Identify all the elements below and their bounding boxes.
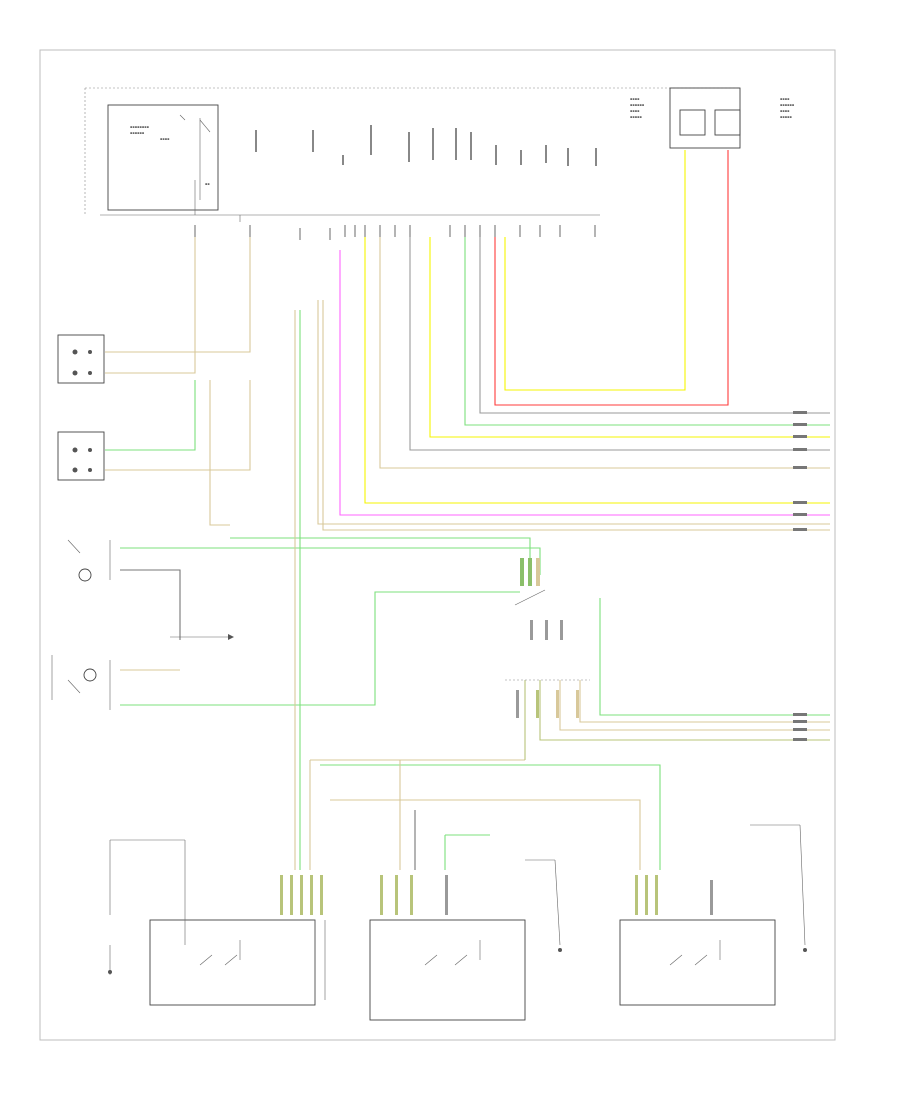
- ls-front-assembly: [108, 839, 326, 1006]
- right-front-lamp: [57, 431, 105, 481]
- center-connector: [505, 558, 590, 718]
- top-module: ▪▪▪▪▪▪▪▪ ▪▪▪▪▪▪ ▪▪▪▪ ▪▪: [84, 87, 740, 222]
- left-vanity-lamp: [67, 539, 111, 582]
- wire-green-bottom-1: [320, 764, 661, 870]
- svg-text:▪▪▪▪▪: ▪▪▪▪▪: [630, 115, 642, 119]
- svg-text:▪▪▪▪: ▪▪▪▪: [780, 109, 790, 113]
- wire-green-vanity-1: [120, 547, 541, 575]
- wire-tan-left-3: [105, 380, 251, 471]
- wire-tan-left-2: [105, 237, 196, 374]
- rs-front-assembly: [619, 824, 807, 1006]
- wire-green-bottom-2: [444, 834, 490, 870]
- wire-green-left-1: [105, 380, 196, 451]
- svg-text:▪▪▪▪▪: ▪▪▪▪▪: [780, 115, 792, 119]
- wire-green-right: [599, 598, 830, 716]
- wire-green-vanity-2: [230, 537, 531, 575]
- wire-yellow-gem: [504, 150, 686, 391]
- wire-gray-2: [409, 237, 830, 451]
- svg-text:▪▪▪▪▪▪: ▪▪▪▪▪▪: [130, 131, 145, 135]
- wires: [105, 150, 830, 870]
- wire-tan-3: [322, 300, 830, 531]
- wire-tan-2: [317, 300, 830, 525]
- wire-magenta-1: [339, 250, 830, 516]
- right-terminals: [793, 411, 807, 741]
- svg-text:▪▪▪▪▪▪: ▪▪▪▪▪▪: [780, 103, 795, 107]
- diagram-frame: [39, 49, 836, 1041]
- svg-text:▪▪▪▪: ▪▪▪▪: [630, 97, 640, 101]
- wire-green-1: [464, 237, 830, 426]
- wire-tan-right-1: [579, 680, 830, 723]
- svg-text:▪▪▪▪: ▪▪▪▪: [630, 109, 640, 113]
- wire-tan-left-1: [105, 237, 251, 353]
- svg-text:▪▪▪▪: ▪▪▪▪: [780, 97, 790, 101]
- wire-tan-1: [379, 237, 830, 469]
- svg-text:▪▪▪▪▪▪: ▪▪▪▪▪▪: [630, 103, 645, 107]
- svg-text:▪▪: ▪▪: [205, 182, 210, 186]
- ground-vanity: [170, 634, 234, 640]
- top-pin-labels: [255, 125, 597, 166]
- bus-connectors: [194, 225, 596, 240]
- gem-module: ▪▪▪▪ ▪▪▪▪▪▪ ▪▪▪▪ ▪▪▪▪▪ ▪▪▪▪ ▪▪▪▪▪▪ ▪▪▪▪ …: [630, 87, 795, 149]
- wire-tan-left-4: [209, 380, 230, 526]
- wire-gray-vanity: [120, 569, 181, 640]
- right-vanity-lamp: [51, 655, 111, 710]
- wire-gray-1: [479, 237, 830, 414]
- rear-dome-assembly: [369, 859, 562, 1021]
- wire-olive-right: [539, 680, 830, 741]
- svg-text:▪▪▪▪: ▪▪▪▪: [160, 137, 170, 141]
- wire-yellow-2: [364, 237, 830, 504]
- wire-tan-right-2: [559, 680, 830, 731]
- left-front-lamp: [57, 334, 105, 384]
- wire-green-vanity-r: [120, 591, 520, 706]
- wire-tan-bottom-1: [309, 759, 525, 870]
- wire-red-gem: [494, 150, 729, 406]
- svg-text:▪▪▪▪▪▪▪▪: ▪▪▪▪▪▪▪▪: [130, 125, 150, 129]
- wire-yellow-1: [429, 237, 830, 438]
- wire-tan-bottom-2: [330, 799, 641, 870]
